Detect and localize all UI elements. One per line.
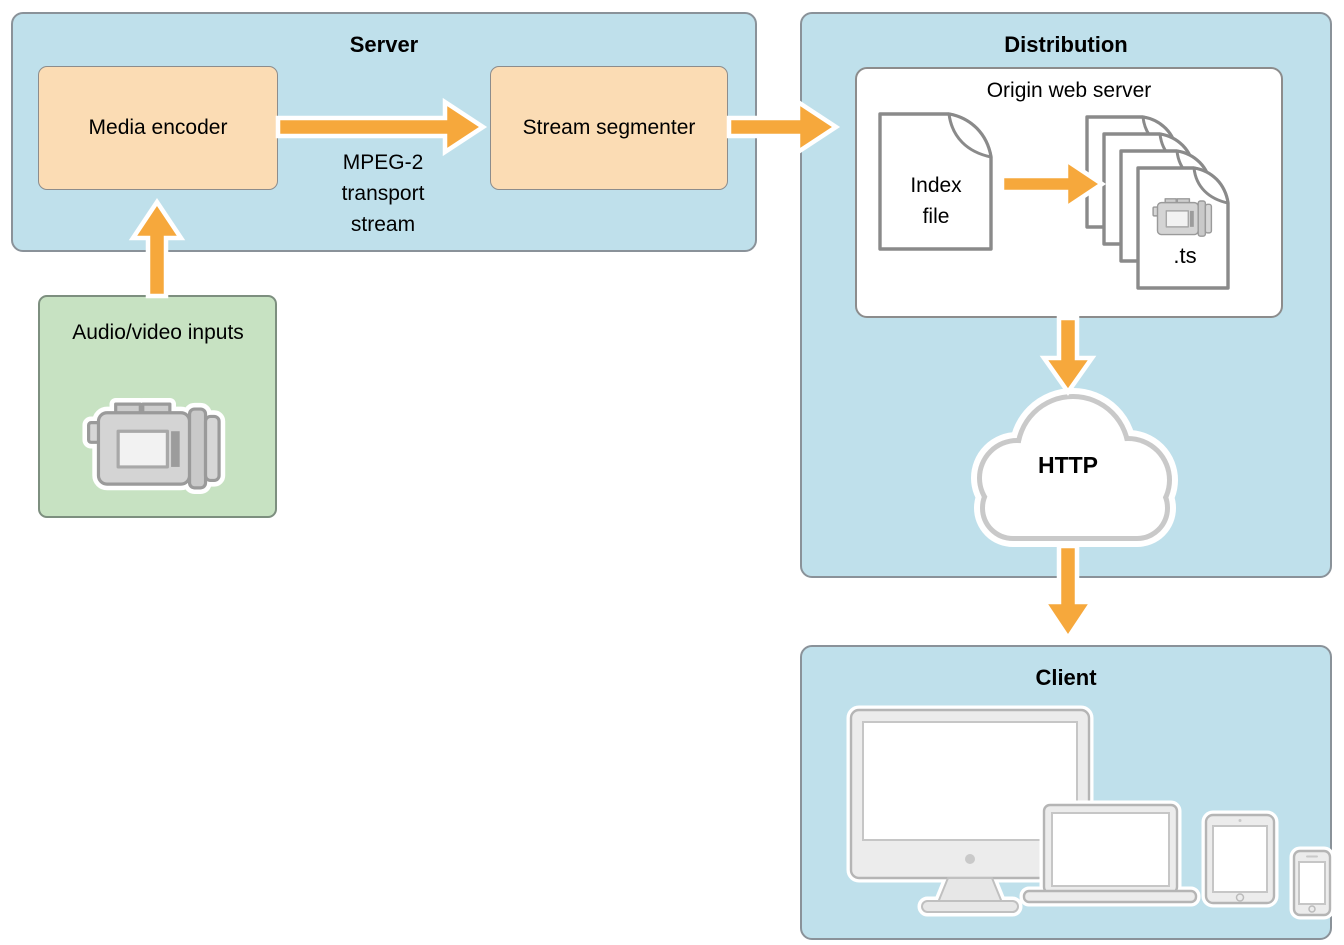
audio-video-inputs-label: Audio/video inputs: [72, 321, 244, 344]
camcorder-icon: [82, 398, 226, 494]
mpeg2-transport-stream-label: MPEG-2 transport stream: [341, 151, 425, 236]
iphone-icon: [1289, 846, 1335, 920]
ts-file-label: .ts: [1173, 243, 1197, 268]
stream-segmenter-label: Stream segmenter: [522, 116, 696, 139]
ipad-icon: [1201, 810, 1279, 908]
index-file-icon: [878, 112, 993, 251]
index-file-label: Index file: [910, 174, 962, 228]
origin-web-server-label: Origin web server: [986, 79, 1152, 102]
server-panel-title: Server: [349, 32, 419, 57]
http-label: HTTP: [1037, 452, 1099, 478]
media-encoder-label: Media encoder: [88, 116, 228, 139]
distribution-panel-title: Distribution: [1004, 32, 1128, 57]
media-encoder-node: Media encoder: [38, 66, 278, 190]
client-panel-title: Client: [1035, 665, 1097, 690]
ts-camcorder-icon: [1150, 196, 1215, 239]
http-cloud-icon: [971, 388, 1178, 547]
client-devices: [846, 705, 1335, 920]
macbook-icon: [1019, 800, 1201, 907]
stream-segmenter-node: Stream segmenter: [490, 66, 728, 190]
